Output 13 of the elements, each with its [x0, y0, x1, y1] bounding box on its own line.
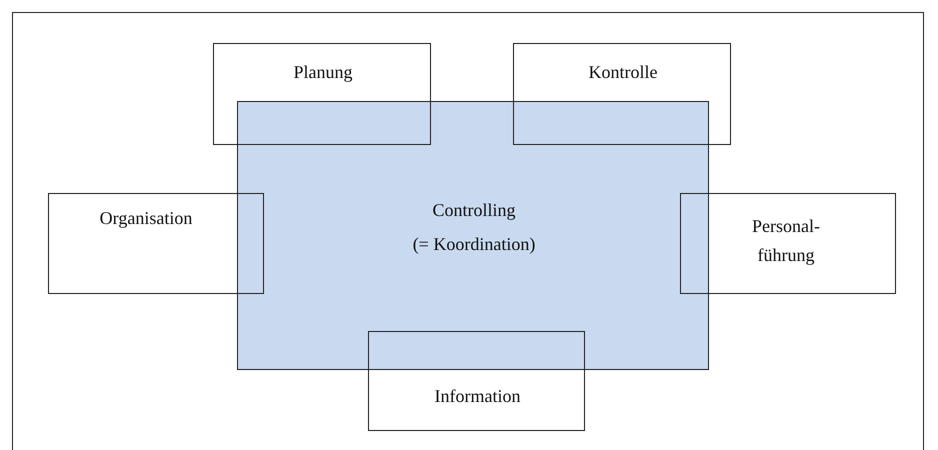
box-label: Personal- führung: [751, 215, 821, 267]
box-label: (= Koordination): [412, 233, 536, 256]
central-box: [237, 101, 709, 370]
box-label: Planung: [292, 61, 354, 84]
overlapping-box: [213, 43, 431, 145]
overlapping-box: [368, 331, 585, 431]
box-label: Information: [434, 385, 522, 408]
overlapping-box: [48, 193, 264, 294]
box-label: Organisation: [98, 207, 194, 230]
overlapping-box: [680, 193, 896, 294]
overlapping-box: [513, 43, 731, 145]
box-label: Kontrolle: [588, 61, 658, 84]
box-label: Controlling: [431, 199, 516, 222]
